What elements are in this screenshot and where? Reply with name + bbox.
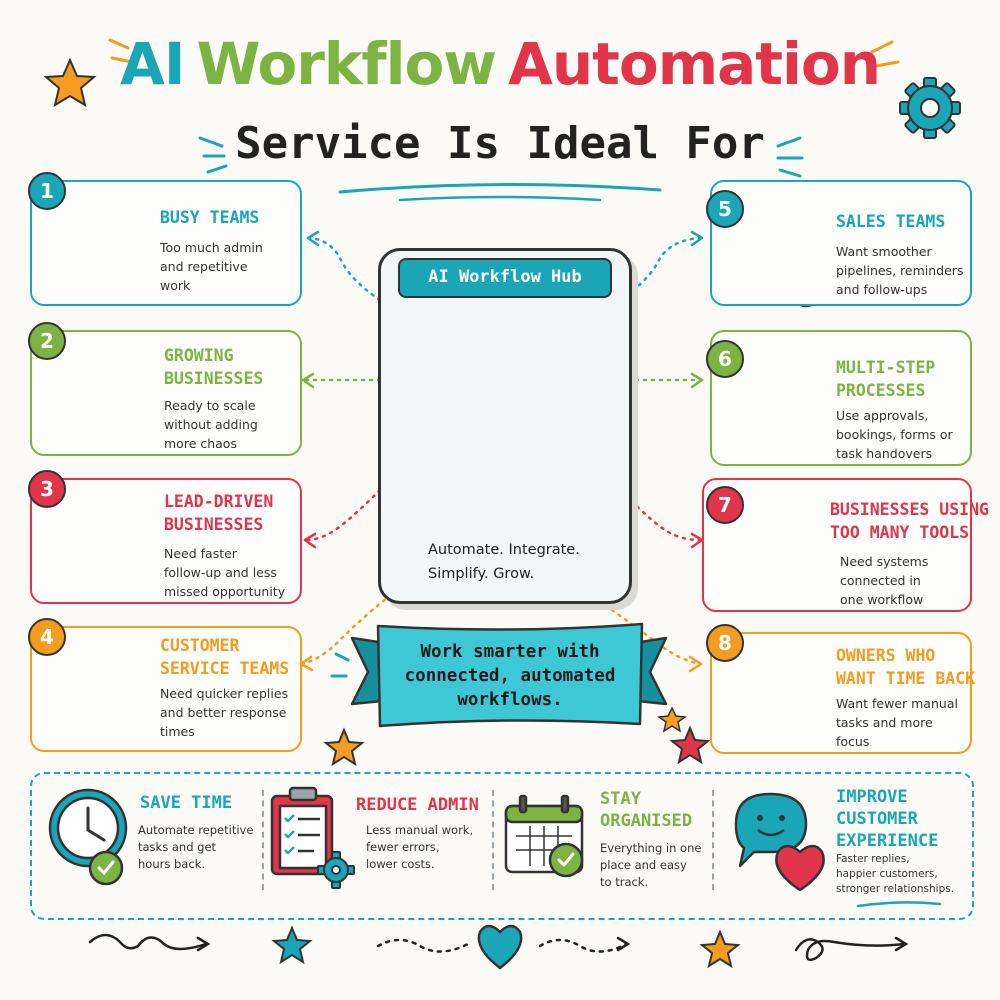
card-customer-service-teams: [30, 626, 302, 752]
title-underline: [338, 182, 662, 194]
title-underline-2: [398, 195, 602, 202]
card-owners-who-want-time-back: [710, 632, 972, 754]
card-growing-businesses: [30, 330, 302, 456]
hub-title: AI Workflow Hub: [398, 258, 612, 298]
star-icon: [656, 706, 688, 733]
benefits-panel: [30, 772, 974, 920]
card-title: Sales Teams: [836, 212, 946, 231]
card-busy-teams: [30, 180, 302, 306]
card-number: 8: [706, 624, 744, 662]
heart-icon: [477, 924, 523, 970]
star-icon: [271, 925, 313, 965]
card-number: 4: [28, 618, 66, 656]
benefit-title: ImproveCustomerExperience: [836, 787, 939, 851]
card-title: Businesses UsingToo Many Tools: [830, 500, 989, 542]
card-title: Lead-DrivenBusinesses: [164, 492, 274, 534]
card-businesses-using-too-many-tools: [702, 478, 972, 612]
card-number: 2: [28, 322, 66, 360]
title-word-automation: Automation: [507, 30, 881, 98]
divider: [492, 790, 494, 890]
title-spark-lines-left: [108, 38, 134, 64]
clipboard-gear-icon: [270, 786, 355, 889]
gear-icon: [899, 77, 961, 139]
card-number: 5: [706, 190, 744, 228]
card-number: 3: [28, 470, 66, 508]
star-icon: [669, 725, 711, 765]
card-number: 1: [28, 172, 66, 210]
benefit-title: Reduce Admin: [356, 795, 479, 815]
star-icon: [43, 57, 97, 108]
card-lead-driven-businesses: [30, 478, 302, 604]
banner-ribbon: [350, 622, 668, 728]
title-word-ai: AI: [119, 30, 185, 98]
title-spark-lines-right: [870, 40, 900, 68]
card-title: GrowingBusinesses: [164, 346, 264, 388]
card-sales-teams: [710, 180, 972, 306]
star-icon: [323, 727, 365, 767]
benefit-title: StayOrganised: [600, 789, 693, 831]
card-title: Busy Teams: [160, 208, 260, 227]
card-multi-step-processes: [710, 330, 972, 466]
banner-sparks: [330, 652, 350, 678]
star-icon: [699, 929, 741, 969]
card-title: Multi-StepProcesses: [836, 358, 936, 400]
card-number: 7: [706, 486, 744, 524]
ai-workflow-hub: [378, 248, 632, 604]
benefit-title: Save Time: [140, 793, 233, 813]
benefit-description: Faster replies,happier customers,stronge…: [836, 853, 955, 895]
divider: [262, 790, 264, 890]
subtitle: Service Is Ideal For: [235, 118, 765, 169]
benefit-underline: [856, 901, 942, 908]
title-spark-lines-sub-left: [198, 136, 228, 174]
card-title: Owners WhoWant Time Back: [836, 646, 976, 688]
banner-text: Work smarter with connected, automated w…: [404, 642, 616, 710]
card-number: 6: [706, 340, 744, 378]
benefit-description: Less manual work,fewer errors,lower cost…: [366, 823, 474, 871]
smile-heart-icon: [734, 792, 825, 892]
divider: [712, 790, 714, 890]
title-word-workflow: Workflow: [196, 30, 496, 98]
card-title: CustomerService Teams: [160, 636, 290, 678]
calendar-check-icon: [504, 794, 584, 878]
hub-tagline: Automate. Integrate. Simplify. Grow.: [428, 542, 580, 582]
clock-check-icon: [48, 788, 128, 886]
title-spark-lines-sub-right: [776, 136, 804, 178]
bottom-doodles: [88, 933, 909, 961]
